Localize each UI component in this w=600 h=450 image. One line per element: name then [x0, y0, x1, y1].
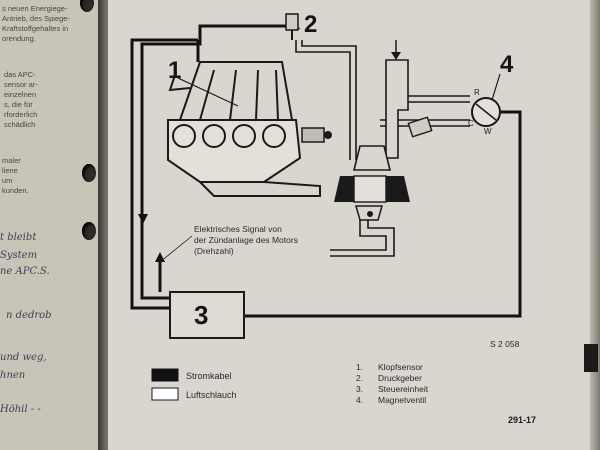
parts-list-num: 3. [356, 384, 363, 394]
left-page-text: orendung. [2, 34, 36, 43]
parts-list: 1. Klopfsensor 2. Druckgeber 3. Steuerei… [356, 362, 429, 405]
control-unit [169, 291, 245, 339]
handwritten-note: t bleibt [0, 232, 37, 243]
turbocharger [334, 145, 410, 221]
valve-port-r: R [474, 88, 480, 97]
page-tab-marker [584, 344, 598, 372]
left-page-text: s neuen Energiege- [2, 4, 68, 13]
parts-list-name: Steuereinheit [378, 384, 429, 394]
binding-hole [82, 164, 96, 182]
left-page-text: sensor ar- [4, 80, 38, 89]
legend-swatch-hose [151, 387, 179, 401]
left-page-text: schädlich [4, 120, 36, 129]
pressure-sender-wire [140, 24, 290, 300]
legend-swatch-cable [151, 368, 179, 382]
handwritten-note: und weg, [0, 352, 47, 363]
engine-block [167, 61, 321, 197]
label-solenoid-valve: 4 [500, 51, 514, 78]
signal-note-line: der Zündanlage des Motors [194, 235, 298, 245]
left-page-text: rforderlich [4, 110, 38, 119]
signal-note-line: (Drehzahl) [194, 246, 234, 256]
left-page-text: liene [2, 166, 18, 175]
label-pressure-sender: 2 [304, 11, 317, 38]
right-page [108, 0, 600, 450]
leader-lines [177, 27, 501, 107]
left-page: s neuen Energiege- Antrieb, des Spiege- … [0, 0, 104, 450]
parts-list-name: Magnetventil [378, 395, 426, 405]
left-page-text: s, die für [4, 100, 33, 109]
handwritten-note: Höhil - - [0, 404, 41, 415]
pressure-sender [285, 13, 299, 40]
knock-sensor-wire [130, 38, 198, 310]
signal-note-line: Elektrisches Signal von [194, 224, 282, 234]
parts-list-num: 2. [356, 373, 363, 383]
binding-hole [82, 222, 96, 240]
handwritten-note: n dedrob [6, 310, 52, 321]
valve-port-w: W [484, 127, 492, 136]
valve-port-c: C [468, 119, 474, 128]
knock-sensor [301, 127, 332, 143]
parts-list-num: 4. [356, 395, 363, 405]
electrical-cables [130, 24, 522, 318]
parts-list-num: 1. [356, 362, 363, 372]
page-edge [590, 0, 600, 450]
parts-list-name: Druckgeber [378, 373, 422, 383]
handwritten-note: System [0, 250, 38, 261]
legend-label-cable: Stromkabel [186, 371, 232, 381]
left-page-text: Kraftstoffgehaltes in [2, 24, 69, 33]
left-page-text: um [2, 176, 13, 185]
label-knock-sensor: 1 [168, 57, 181, 84]
left-page-text: Antrieb, des Spiege- [2, 14, 70, 23]
handwritten-note: ne APC.S. [0, 266, 50, 277]
left-page-text: einzelnen [4, 90, 37, 99]
handwritten-note: hnen [0, 370, 26, 381]
solenoid-valve [471, 97, 501, 127]
solenoid-valve-wire [244, 110, 522, 318]
label-control-unit: 3 [194, 300, 208, 330]
left-page-text: das APC- [4, 70, 36, 79]
intake-fitting [407, 116, 433, 138]
signal-note-pointer [159, 235, 193, 263]
left-page-text: kunden. [2, 186, 29, 195]
page-number: 291-17 [508, 415, 536, 425]
binding-hole [80, 0, 94, 12]
air-hoses [295, 40, 470, 257]
figure-ref-code: S 2 058 [490, 339, 520, 349]
air-intake-arrow [391, 40, 401, 60]
parts-list-name: Klopfsensor [378, 362, 423, 372]
left-page-text: maler [2, 156, 21, 165]
legend: Stromkabel Luftschlauch [151, 368, 237, 401]
legend-label-hose: Luftschlauch [186, 390, 237, 400]
